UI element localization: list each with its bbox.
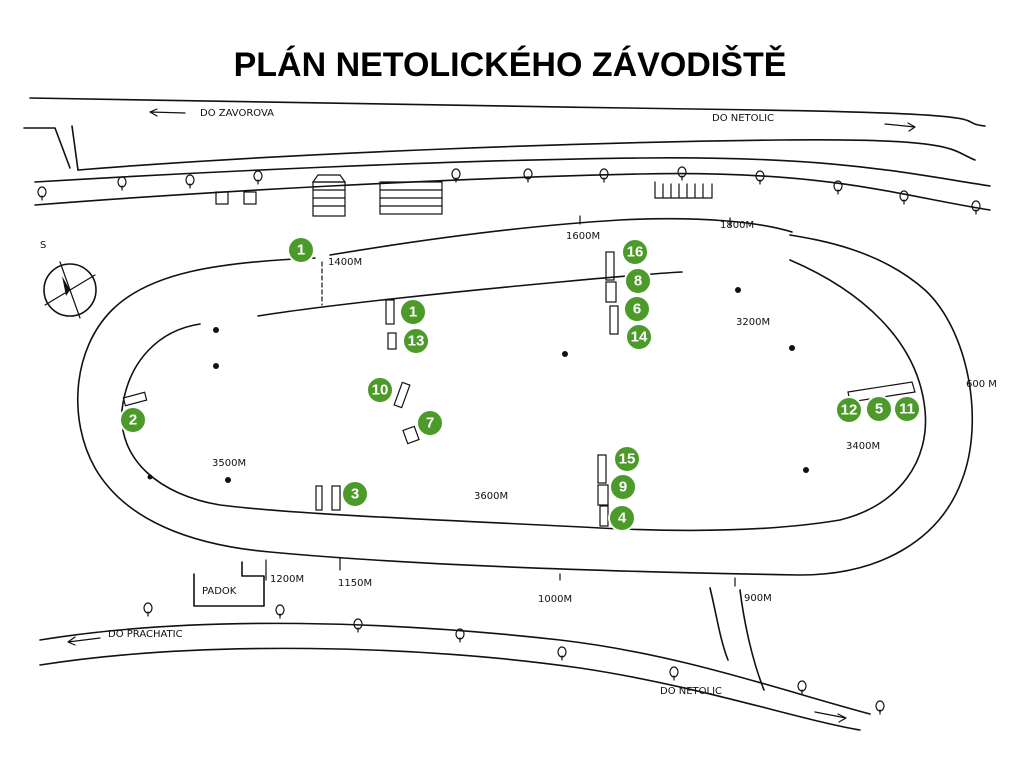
field-posts	[147, 287, 809, 483]
obstacles	[122, 251, 916, 527]
marker-label: 4	[618, 510, 627, 527]
marker-5[interactable]: 5	[865, 395, 893, 423]
road-bottom	[39, 587, 871, 731]
road-label-netolic-top: DO NETOLIC	[712, 113, 774, 124]
marker-13[interactable]: 13	[402, 327, 430, 355]
distance-1200: 1200M	[270, 574, 304, 585]
compass: S	[40, 240, 97, 319]
distance-1150: 1150M	[338, 578, 372, 589]
road-label-netolic-bottom: DO NETOLIC	[660, 686, 722, 697]
marker-7[interactable]: 7	[416, 409, 444, 437]
marker-3[interactable]: 3	[341, 480, 369, 508]
marker-label: 7	[426, 415, 434, 432]
distance-1600: 1600M	[566, 231, 600, 242]
marker-label: 3	[351, 486, 359, 503]
racetrack	[76, 217, 973, 576]
buildings-top	[215, 174, 713, 217]
marker-label: 10	[372, 382, 389, 399]
road-label-prachatic: DO PRACHATIC	[108, 629, 183, 640]
distance-3600: 3600M	[474, 491, 508, 502]
marker-label: 1	[409, 304, 417, 321]
distance-900: 900M	[744, 593, 772, 604]
marker-label: 2	[129, 412, 137, 429]
marker-12[interactable]: 12	[835, 396, 863, 424]
distance-1800: 1800M	[720, 220, 754, 231]
road-label-zavorova: DO ZAVOROVA	[200, 108, 274, 119]
trees-bottom	[143, 602, 885, 715]
marker-label: 16	[627, 244, 644, 261]
compass-north-label: S	[40, 240, 46, 251]
marker-15[interactable]: 15	[613, 445, 641, 473]
distance-3200: 3200M	[736, 317, 770, 328]
marker-label: 12	[841, 402, 858, 419]
marker-label: 1	[297, 242, 305, 259]
marker-8[interactable]: 8	[624, 267, 652, 295]
paddock: PADOK	[193, 561, 265, 607]
marker-9[interactable]: 9	[609, 473, 637, 501]
marker-label: 8	[634, 273, 642, 290]
marker-11[interactable]: 11	[893, 395, 921, 423]
marker-label: 15	[619, 451, 636, 468]
arrow-right-icon	[884, 122, 916, 132]
distance-3400: 3400M	[846, 441, 880, 452]
marker-label: 11	[899, 401, 915, 418]
map-title: PLÁN NETOLICKÉHO ZÁVODIŠTĚ	[234, 45, 787, 84]
marker-4-top[interactable]: 1	[287, 236, 315, 264]
road-top	[23, 97, 991, 211]
distance-1400: 1400M	[328, 257, 362, 268]
marker-label: 6	[633, 301, 641, 318]
paddock-label: PADOK	[202, 586, 237, 597]
marker-label: 5	[875, 401, 883, 418]
marker-16[interactable]: 16	[621, 238, 649, 266]
marker-14[interactable]: 14	[625, 323, 653, 351]
arrow-left-icon	[149, 108, 186, 117]
marker-2[interactable]: 2	[119, 406, 147, 434]
distance-1000: 1000M	[538, 594, 572, 605]
marker-4-bottom[interactable]: 4	[608, 504, 636, 532]
distance-600: 600 M	[966, 379, 997, 390]
marker-label: 13	[408, 333, 425, 350]
marker-6[interactable]: 6	[623, 295, 651, 323]
marker-label: 9	[619, 479, 627, 496]
distance-3500: 3500M	[212, 458, 246, 469]
marker-label: 14	[631, 329, 648, 346]
distance-ticks	[265, 215, 736, 587]
arrow-right-icon	[814, 711, 847, 723]
marker-10[interactable]: 10	[366, 376, 394, 404]
marker-1[interactable]: 1	[399, 298, 427, 326]
trees-top	[37, 166, 981, 215]
arrow-left-icon	[67, 636, 101, 646]
